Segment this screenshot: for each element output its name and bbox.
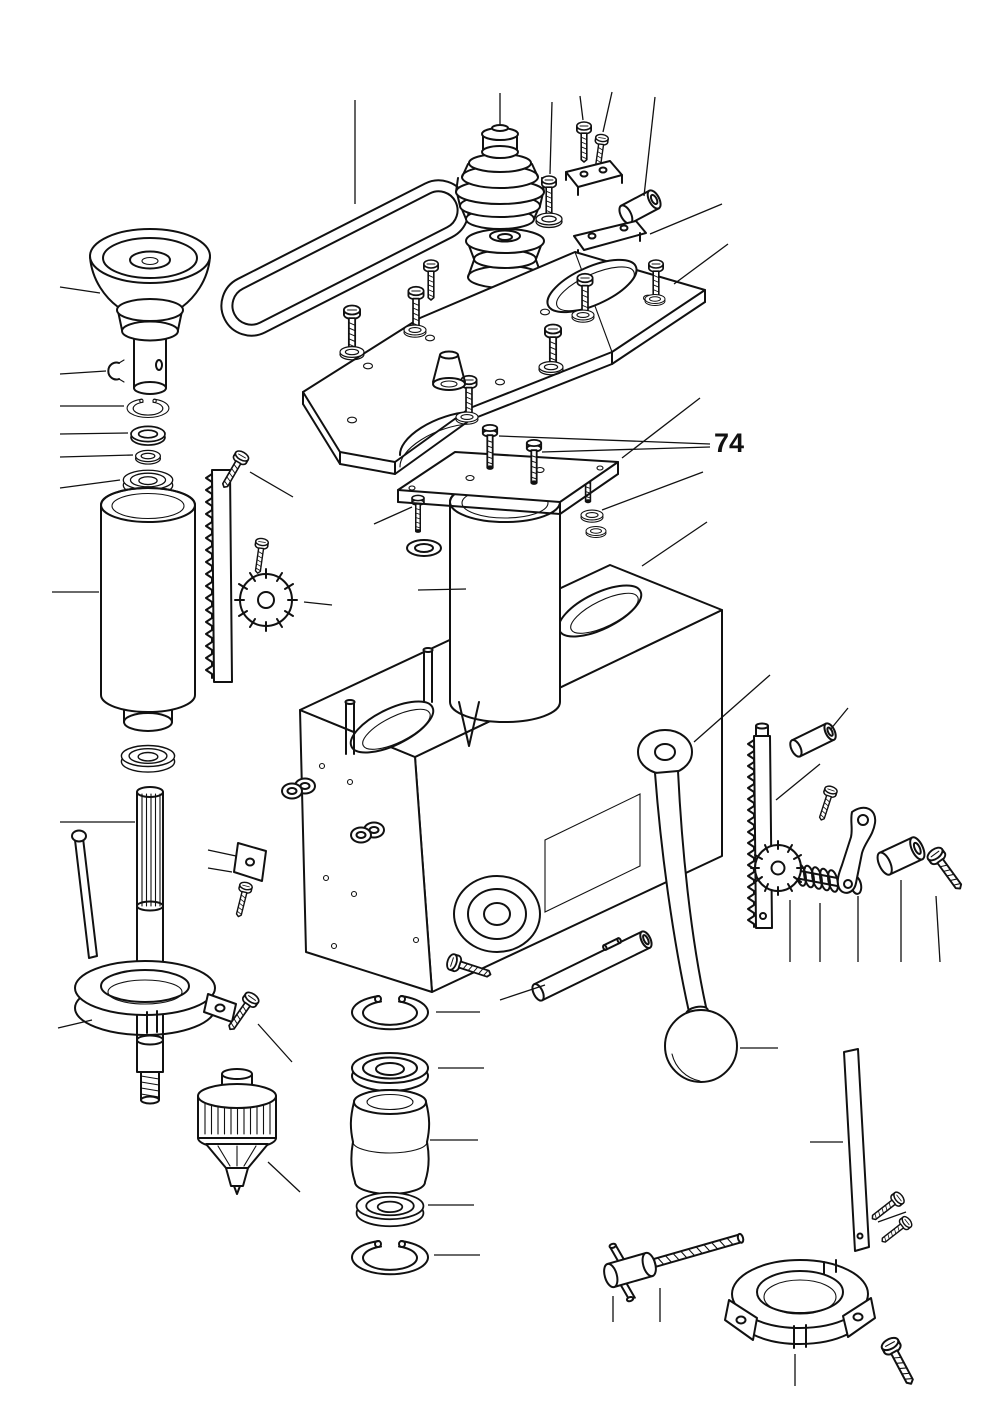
spindle-pulley-hub (89, 228, 211, 395)
machine-screw (575, 121, 593, 163)
washer (403, 324, 427, 338)
grip-knob (876, 836, 926, 876)
drill-chuck (197, 1068, 277, 1195)
grommet-pair (350, 821, 385, 844)
clamp-collar (724, 1259, 876, 1349)
spindle-pulley (465, 228, 545, 289)
clamp-handle-rod (74, 837, 98, 959)
retaining-clip (107, 359, 125, 383)
clamp-pin (531, 930, 653, 1002)
plate-screw (342, 304, 362, 352)
pivot-bosses (281, 777, 385, 844)
slip-ring (406, 539, 442, 557)
body-panel (544, 793, 641, 913)
leader-lines (52, 91, 941, 1386)
set-screw (878, 1334, 921, 1389)
retaining-ring (351, 1240, 429, 1276)
grommet-pair (281, 777, 316, 800)
rubber-sleeve (349, 1089, 431, 1195)
hex-bolt (411, 494, 425, 533)
spindle-tip (458, 701, 480, 747)
handle-ball (664, 1009, 738, 1083)
quill-rack (205, 448, 252, 683)
quill-top-plate (397, 451, 619, 515)
motor-pulley (455, 124, 545, 230)
spindle-shaft (136, 786, 164, 1105)
lock-lever (836, 806, 877, 894)
washer (535, 212, 563, 229)
callout-74: 74 (498, 428, 744, 458)
quill-sleeve (100, 487, 196, 732)
washer (580, 509, 604, 523)
knob-screw (924, 844, 968, 895)
top-fasteners (535, 121, 662, 259)
flat-washer (130, 425, 166, 446)
washer (538, 361, 564, 376)
washer (644, 294, 666, 306)
plate-screw (422, 259, 440, 301)
feed-rack (747, 722, 773, 929)
ball-bearing (351, 1052, 429, 1092)
washer (571, 309, 595, 323)
bearing-stack (349, 995, 431, 1276)
rod-screws (867, 1189, 915, 1248)
column-clamp (603, 1232, 921, 1389)
bracket-clamp-lower (573, 220, 647, 259)
lever-screw (814, 784, 839, 823)
rack-bracket (231, 842, 267, 919)
rack-pin (789, 722, 837, 758)
plate-hole (546, 258, 638, 314)
quill-cylinder (449, 481, 561, 747)
sleeve-bearing (120, 744, 176, 773)
quill-bore (349, 700, 435, 754)
cover-plate (302, 251, 706, 475)
spacer-ring (134, 449, 162, 465)
cotter-pin (602, 937, 622, 951)
guide-stud (344, 699, 356, 755)
bracket-clamp-upper (565, 160, 623, 196)
feed-pinion (750, 840, 806, 896)
headstock-body (299, 564, 723, 993)
washer (339, 346, 365, 361)
snap-ring (126, 398, 170, 419)
callout-74-lines (498, 435, 711, 453)
bearing-boss (453, 875, 541, 953)
bracket-screw (231, 880, 254, 919)
ball-bearing (355, 1191, 425, 1228)
underplate-fasteners (406, 462, 607, 557)
pinion-gear (234, 536, 298, 632)
washer (585, 526, 607, 538)
washer (455, 411, 479, 425)
cone-washer (432, 350, 466, 391)
callout-74-label: 74 (714, 428, 744, 458)
feed-handle (637, 729, 738, 1083)
machine-screw (540, 175, 558, 217)
depth-rod (843, 1048, 870, 1252)
clamp-bolt (603, 1232, 745, 1303)
guide-stud (422, 647, 434, 703)
collar-clamp (71, 829, 237, 1036)
v-belt (220, 179, 470, 337)
pivot-pin (618, 189, 662, 225)
clamp-lug (203, 993, 237, 1023)
retaining-ring (351, 995, 429, 1031)
